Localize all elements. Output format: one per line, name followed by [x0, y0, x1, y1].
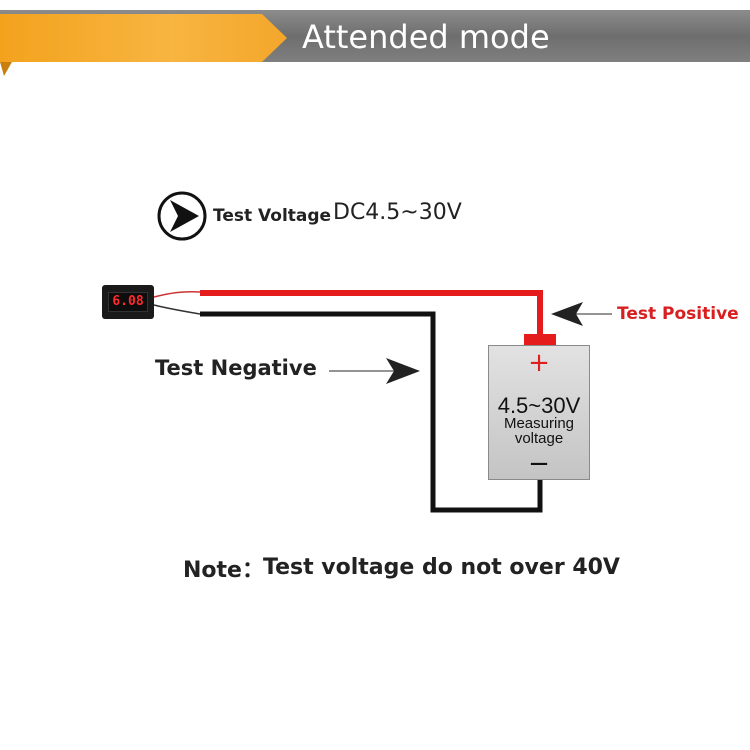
- battery-caption-line1: Measuring: [503, 415, 575, 432]
- chevron-circle-right-icon: [157, 191, 207, 241]
- note-label: Note：: [183, 558, 264, 583]
- test-negative-label: Test Negative: [155, 356, 317, 380]
- voltage-source: + 4.5~30V Measuring voltage −: [488, 345, 590, 480]
- positive-terminal: [524, 334, 556, 346]
- battery-caption: Measuring voltage: [489, 416, 589, 446]
- header-orange-arrow: [0, 14, 287, 62]
- test-positive-label: Test Positive: [617, 304, 739, 324]
- page-title: Attended mode: [302, 18, 550, 56]
- negative-wire: [200, 311, 543, 513]
- voltmeter-display: 6.08: [108, 292, 148, 312]
- meter-lead-red: [153, 291, 201, 298]
- voltmeter: 6.08: [102, 285, 154, 319]
- test-voltage-label: Test Voltage: [213, 206, 332, 226]
- header-background: [0, 10, 750, 76]
- test-negative-arrow-icon: [329, 358, 420, 384]
- header-banner: Attended mode: [0, 0, 750, 80]
- battery-plus-sign: +: [528, 348, 550, 378]
- meter-lead-black: [153, 304, 201, 315]
- battery-voltage-range: 4.5~30V: [497, 393, 581, 418]
- voltmeter-reading: 6.08: [112, 294, 144, 309]
- test-positive-arrow-icon: [551, 302, 612, 326]
- battery-caption-line2: voltage: [514, 430, 564, 447]
- positive-wire: [200, 290, 543, 336]
- test-voltage-value: DC4.5~30V: [333, 200, 462, 225]
- note-text: Test voltage do not over 40V: [263, 555, 620, 580]
- header-orange-fold: [0, 62, 12, 76]
- battery-minus-sign: −: [528, 449, 550, 479]
